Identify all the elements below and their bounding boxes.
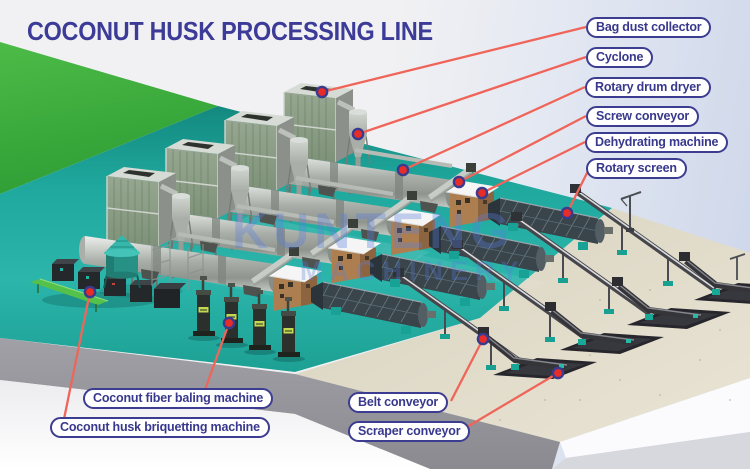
callout-dot-briquetting-machine	[83, 285, 97, 299]
platform-side-white	[560, 378, 750, 458]
label-bag-dust-collector: Bag dust collector	[586, 17, 712, 38]
support-frames	[151, 236, 204, 290]
callout-dot-rotary-drum-dryer	[396, 163, 410, 177]
vent-masts	[620, 191, 746, 280]
label-scraper-conveyor: Scraper conveyor	[348, 421, 471, 442]
grass-area	[0, 42, 218, 194]
label-rotary-screen: Rotary screen	[586, 158, 687, 179]
silo-graphic	[103, 235, 141, 289]
callout-dot-dehydrating-machine	[475, 186, 489, 200]
callout-dot-scraper-conveyor	[551, 366, 565, 380]
callout-dot-cyclone	[351, 127, 365, 141]
label-cyclone: Cyclone	[586, 47, 654, 68]
callout-dot-screw-conveyor	[452, 175, 466, 189]
label-coconut-fiber-baling-machine: Coconut fiber baling machine	[83, 388, 274, 409]
label-belt-conveyor: Belt conveyor	[348, 392, 449, 413]
base-strip	[552, 432, 750, 469]
page-title: COCONUT HUSK PROCESSING LINE	[27, 16, 433, 46]
label-coconut-husk-briquetting-machine: Coconut husk briquetting machine	[50, 417, 270, 438]
label-dehydrating-machine: Dehydrating machine	[585, 132, 729, 153]
callout-dot-bag-dust-collector	[315, 85, 329, 99]
callout-dot-belt-conveyor	[476, 332, 490, 346]
beige-floor	[295, 208, 750, 442]
callout-dots	[83, 85, 574, 380]
callout-dot-baling-machine	[222, 316, 236, 330]
label-rotary-drum-dryer: Rotary drum dryer	[585, 77, 711, 98]
callout-lines	[62, 25, 590, 431]
label-screw-conveyor: Screw conveyor	[586, 106, 700, 127]
callout-dot-rotary-screen	[560, 206, 574, 220]
